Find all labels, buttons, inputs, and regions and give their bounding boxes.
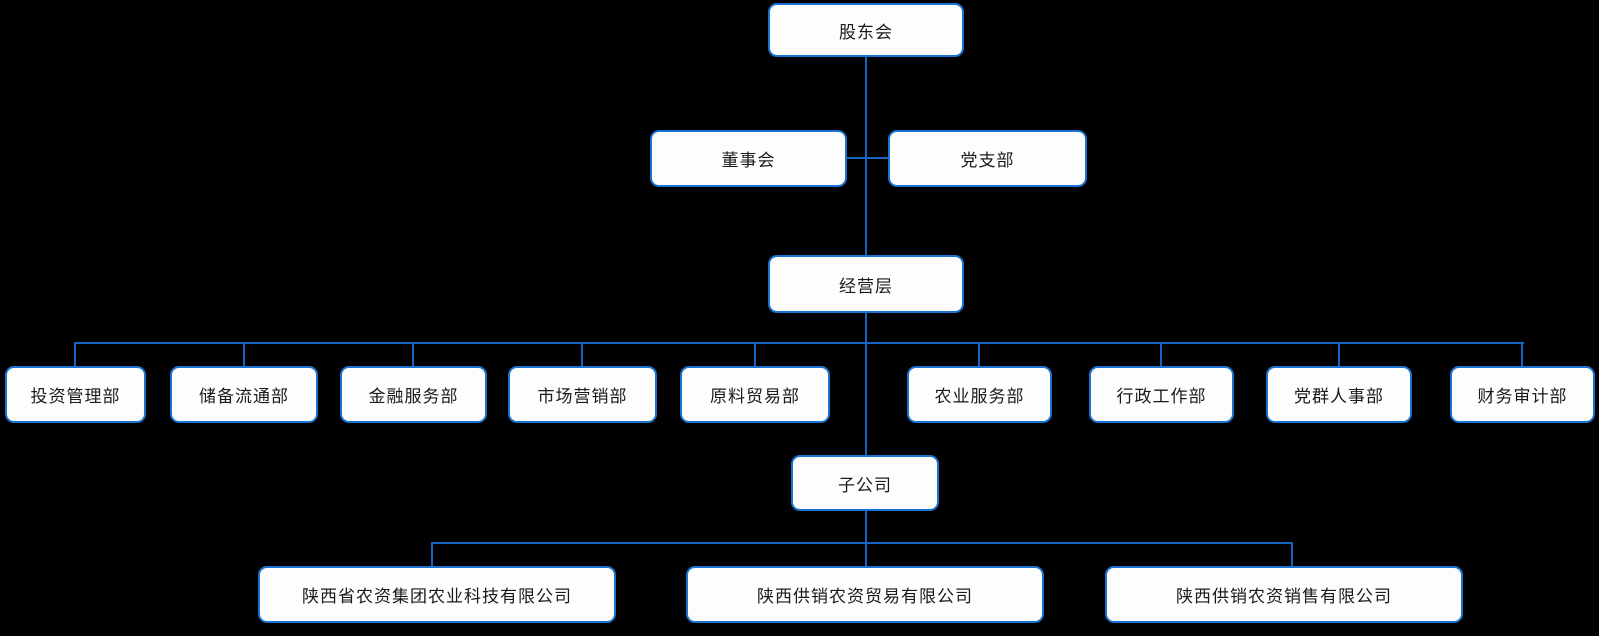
node-dept-finance-audit: 财务审计部 xyxy=(1450,366,1595,423)
connector-dept-drop xyxy=(1338,344,1340,366)
connector-subsidiaries-horizontal xyxy=(431,542,1293,544)
connector-dept-drop xyxy=(74,344,76,366)
connector-dept-drop xyxy=(243,344,245,366)
node-subsidiary-agri-trade-company: 陕西供销农资贸易有限公司 xyxy=(686,566,1044,623)
connector-departments-horizontal xyxy=(74,342,1524,344)
node-dept-agricultural-services: 农业服务部 xyxy=(907,366,1052,423)
node-management-level: 经营层 xyxy=(768,255,964,313)
connector-subsidiary-drop xyxy=(431,544,433,566)
node-dept-administrative-work: 行政工作部 xyxy=(1089,366,1234,423)
node-dept-reserve-circulation: 储备流通部 xyxy=(170,366,318,423)
node-subsidiary-agri-tech-company: 陕西省农资集团农业科技有限公司 xyxy=(258,566,616,623)
connector-dept-drop xyxy=(754,344,756,366)
connector-main-middle xyxy=(865,313,867,455)
node-dept-raw-material-trade: 原料贸易部 xyxy=(680,366,830,423)
node-dept-financial-services: 金融服务部 xyxy=(340,366,487,423)
connector-level2-horizontal xyxy=(846,157,889,159)
connector-main-top xyxy=(865,57,867,255)
connector-dept-drop xyxy=(978,344,980,366)
node-shareholders-meeting: 股东会 xyxy=(768,3,964,57)
node-dept-investment-management: 投资管理部 xyxy=(5,366,146,423)
connector-subsidiary-drop xyxy=(1291,544,1293,566)
node-subsidiaries-group: 子公司 xyxy=(791,455,939,511)
connector-main-bottom xyxy=(865,511,867,566)
node-board-of-directors: 董事会 xyxy=(650,130,847,187)
connector-dept-drop xyxy=(1521,344,1523,366)
node-party-branch: 党支部 xyxy=(888,130,1087,187)
node-dept-marketing: 市场营销部 xyxy=(508,366,657,423)
connector-dept-drop xyxy=(1160,344,1162,366)
connector-dept-drop xyxy=(412,344,414,366)
node-subsidiary-agri-sales-company: 陕西供销农资销售有限公司 xyxy=(1105,566,1463,623)
node-dept-party-personnel: 党群人事部 xyxy=(1266,366,1412,423)
connector-dept-drop xyxy=(581,344,583,366)
